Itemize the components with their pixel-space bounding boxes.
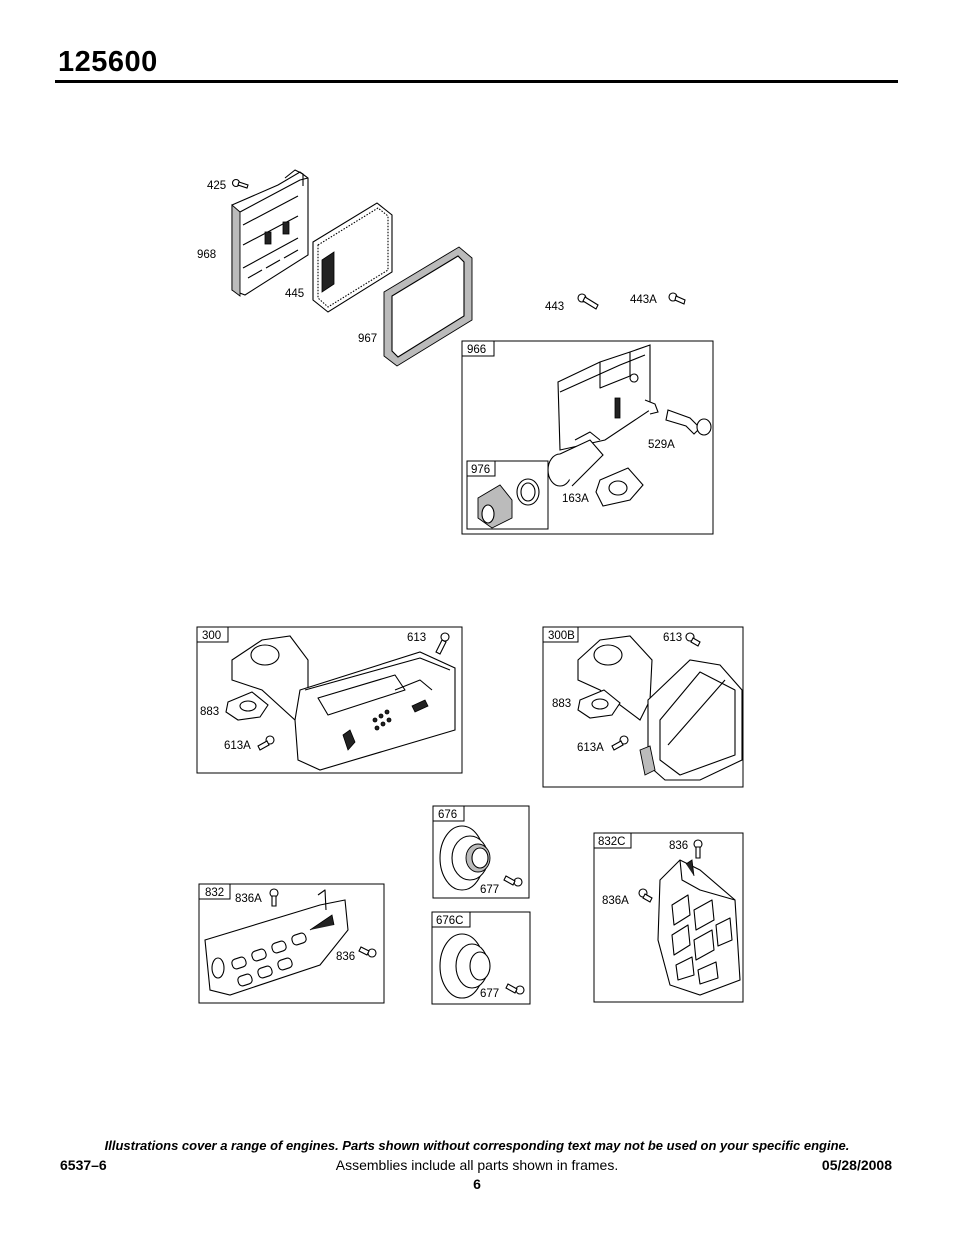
part-label-836-a: 836 xyxy=(336,951,355,963)
screw-443A-icon xyxy=(668,292,686,305)
deflector-676C-icon xyxy=(439,933,491,999)
frame-label-832C: 832C xyxy=(598,836,626,848)
frame-label-832: 832 xyxy=(205,887,224,899)
elbow-529A-icon xyxy=(665,409,712,436)
frame-676: 676 677 xyxy=(432,805,530,899)
part-label-836A-a: 836A xyxy=(235,893,262,905)
part-label-836-b: 836 xyxy=(669,840,688,852)
guard-832-icon xyxy=(204,889,349,996)
frame-676C: 676C 677 xyxy=(431,911,531,1005)
screw-425-icon xyxy=(231,178,249,189)
part-label-613-a: 613 xyxy=(407,632,426,644)
screw-677-b-icon xyxy=(505,983,525,995)
part-label-967: 967 xyxy=(358,333,377,345)
guard-832C-icon xyxy=(657,859,741,996)
page-title: 125600 xyxy=(58,46,158,78)
carb-adapter-966-icon xyxy=(547,344,659,487)
part-label-425: 425 xyxy=(207,180,226,192)
frame-832C: 832C 836 836A xyxy=(593,832,744,1003)
part-label-677-b: 677 xyxy=(480,988,499,1000)
screw-836-icon xyxy=(358,946,377,958)
air-filter-445-icon xyxy=(312,202,393,313)
part-label-443: 443 xyxy=(545,301,564,313)
gasket-163A-icon xyxy=(595,467,644,507)
screw-613-icon xyxy=(435,632,450,655)
frame-label-966: 966 xyxy=(467,344,486,356)
part-label-163A: 163A xyxy=(562,493,589,505)
frame-976: 976 xyxy=(466,460,549,530)
air-cleaner-group: 425 968 445 967 xyxy=(197,169,686,367)
muffler-300-icon xyxy=(231,635,456,771)
part-label-677-a: 677 xyxy=(480,884,499,896)
deflector-676-icon xyxy=(439,825,491,891)
footer-disclaimer: Illustrations cover a range of engines. … xyxy=(104,1138,850,1153)
gasket-883-icon xyxy=(225,691,269,721)
frame-label-676: 676 xyxy=(438,809,457,821)
frame-300B: 300B 613 883 613A xyxy=(542,626,744,788)
part-label-883-b: 883 xyxy=(552,698,571,710)
header-rule xyxy=(55,80,898,83)
frame-label-976: 976 xyxy=(471,464,490,476)
gasket-883-b-icon xyxy=(577,689,621,719)
footer-date: 05/28/2008 xyxy=(821,1157,892,1173)
frame-966: 966 529A 163A 976 xyxy=(461,340,714,535)
muffler-300B-icon xyxy=(577,635,743,781)
frame-label-300B: 300B xyxy=(548,630,575,642)
part-label-968: 968 xyxy=(197,249,216,261)
part-label-445: 445 xyxy=(285,288,304,300)
screw-443-icon xyxy=(577,293,599,310)
frame-832: 832 836A 836 xyxy=(198,883,385,1004)
pre-cleaner-967-icon xyxy=(383,246,473,367)
screw-836A-icon xyxy=(269,888,279,907)
part-label-613-b: 613 xyxy=(663,632,682,644)
frame-label-676C: 676C xyxy=(436,915,464,927)
footer-doc-number: 6537–6 xyxy=(60,1157,107,1173)
screw-677-icon xyxy=(503,875,523,887)
part-label-613A-b: 613A xyxy=(577,742,604,754)
part-label-529A: 529A xyxy=(648,439,675,451)
page-number: 6 xyxy=(473,1176,481,1192)
part-label-883-a: 883 xyxy=(200,706,219,718)
footer-assemblies-note: Assemblies include all parts shown in fr… xyxy=(335,1157,619,1173)
air-cleaner-base-968-icon xyxy=(231,169,309,297)
part-label-613A-a: 613A xyxy=(224,740,251,752)
screw-613-b-icon xyxy=(685,632,701,647)
frame-label-300: 300 xyxy=(202,630,221,642)
screw-613A-icon xyxy=(257,735,275,751)
screw-836A-b-icon xyxy=(638,888,653,903)
breather-976-icon xyxy=(477,478,540,529)
frame-300: 300 613 883 613A xyxy=(196,626,463,774)
screw-613A-b-icon xyxy=(611,735,629,751)
screw-836-b-icon xyxy=(693,839,703,859)
part-label-836A-b: 836A xyxy=(602,895,629,907)
part-label-443A: 443A xyxy=(630,294,657,306)
